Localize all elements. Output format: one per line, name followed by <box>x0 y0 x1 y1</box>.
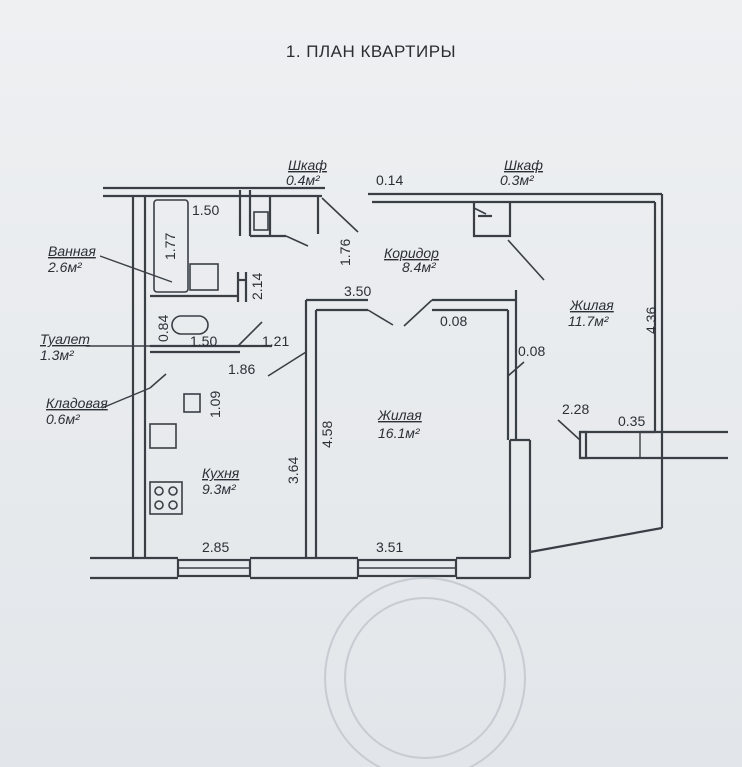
outer-walls <box>90 186 728 580</box>
dim-1-21: 1.21 <box>262 333 289 349</box>
dim-4-58: 4.58 <box>319 421 335 448</box>
dim-0-35: 0.35 <box>618 413 645 429</box>
doors <box>149 197 581 441</box>
dim-0-14: 0.14 <box>376 172 403 188</box>
kitchen-area: 9.3м² <box>202 481 237 497</box>
dim-0-08-a: 0.08 <box>440 313 467 329</box>
bathtub-icon <box>153 199 189 293</box>
dim-0-08-b: 0.08 <box>518 343 545 359</box>
pantry-label: Кладовая <box>46 395 108 411</box>
dim-2-14: 2.14 <box>249 273 265 300</box>
kitchen-label: Кухня <box>202 465 240 481</box>
dim-3-50: 3.50 <box>344 283 371 299</box>
dim-1-86: 1.86 <box>228 361 255 377</box>
toilet-area: 1.3м² <box>40 347 75 363</box>
dim-1-77: 1.77 <box>162 233 178 260</box>
corridor-label: Коридор <box>384 245 439 261</box>
plan-title: 1. ПЛАН КВАРТИРЫ <box>285 42 457 61</box>
dim-1-09: 1.09 <box>207 391 223 418</box>
pantry-area: 0.6м² <box>46 411 81 427</box>
living-big-label: Жилая <box>377 407 422 423</box>
washbasin-icon <box>189 263 219 291</box>
dim-0-84: 0.84 <box>155 315 171 342</box>
closet1-area: 0.4м² <box>286 172 321 188</box>
stove-icon <box>149 481 183 515</box>
dim-3-64: 3.64 <box>285 457 301 484</box>
stamp-mark <box>324 577 526 767</box>
dim-1-50-mid: 1.50 <box>190 333 217 349</box>
pantry-box-icon <box>183 393 201 413</box>
living-small-label: Жилая <box>569 297 614 313</box>
dim-3-51: 3.51 <box>376 539 403 555</box>
interior-walls <box>150 190 518 558</box>
closet2-area: 0.3м² <box>500 172 535 188</box>
closet-box-icon <box>253 211 269 231</box>
kitchen-sink-icon <box>149 423 177 449</box>
room-labels: Шкаф 0.4м² Шкаф 0.3м² Ванная 2.6м² Корид… <box>40 157 614 497</box>
leader-lines <box>86 255 240 409</box>
dim-1-76: 1.76 <box>337 239 353 266</box>
dimension-labels: 0.14 1.50 1.77 1.76 2.14 3.50 0.84 0.08 … <box>155 172 659 555</box>
closet1-label: Шкаф <box>288 157 327 173</box>
corridor-area: 8.4м² <box>402 259 437 275</box>
living-small-area: 11.7м² <box>568 313 610 329</box>
closet2-label: Шкаф <box>504 157 543 173</box>
dim-2-85: 2.85 <box>202 539 229 555</box>
toilet-icon <box>171 315 209 335</box>
bath-label: Ванная <box>48 243 96 259</box>
dim-2-28: 2.28 <box>562 401 589 417</box>
living-big-area: 16.1м² <box>378 425 421 441</box>
bath-area: 2.6м² <box>47 259 83 275</box>
fixtures <box>149 199 269 515</box>
toilet-label: Туалет <box>40 331 90 347</box>
dim-1-50-top: 1.50 <box>192 202 219 218</box>
dim-4-36: 4.36 <box>643 307 659 334</box>
